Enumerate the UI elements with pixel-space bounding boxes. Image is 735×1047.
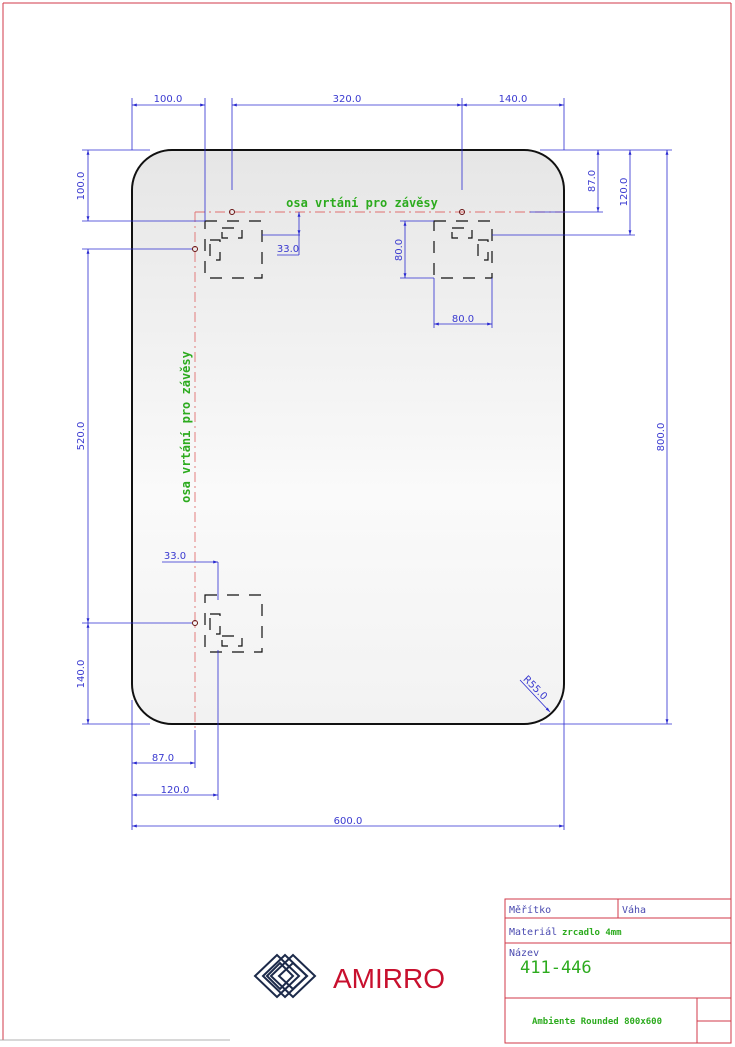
dim-bottom-120: 120.0 [161, 785, 190, 796]
dim-left-bottom: 140.0 [76, 660, 87, 689]
axis-label-vertical: osa vrtání pro závěsy [179, 351, 193, 503]
dim-bottom-total: 600.0 [334, 816, 363, 827]
dim-top-right: 140.0 [499, 94, 528, 105]
scale-label: Měřítko [509, 904, 551, 916]
dim-left-middle: 520.0 [76, 422, 87, 451]
dim-hanger-width: 80.0 [452, 314, 474, 325]
material-label: Materiál [509, 926, 557, 938]
logo-text: AMIRRO [333, 963, 445, 994]
dim-hanger-height: 80.0 [394, 239, 405, 261]
amirro-logo [253, 953, 317, 999]
hanger-top-right [433, 220, 493, 279]
dim-offset-bottom: 33.0 [164, 551, 186, 562]
material-value: zrcadlo 4mm [562, 928, 622, 938]
drilling-axes [192, 209, 566, 732]
dim-bottom-87: 87.0 [152, 753, 174, 764]
hanger-top-left [204, 220, 263, 279]
name-value: 411-446 [520, 958, 592, 978]
dim-left-top: 100.0 [76, 172, 87, 201]
dim-top-middle: 320.0 [333, 94, 362, 105]
name-label: Název [509, 947, 539, 959]
dim-right-87: 87.0 [587, 170, 598, 192]
hanger-bottom-left [204, 594, 263, 653]
axis-label-horizontal: osa vrtání pro závěsy [286, 196, 438, 210]
dim-right-120: 120.0 [619, 178, 630, 207]
dim-offset-top: 33.0 [277, 244, 299, 255]
mirror-outline [131, 149, 565, 725]
dim-top-left: 100.0 [154, 94, 183, 105]
dim-right-total: 800.0 [656, 423, 667, 452]
weight-label: Váha [622, 904, 646, 916]
product-name: Ambiente Rounded 800x600 [532, 1016, 662, 1027]
title-block: Měřítko Váha Materiál zrcadlo 4mm Název … [504, 898, 732, 1044]
